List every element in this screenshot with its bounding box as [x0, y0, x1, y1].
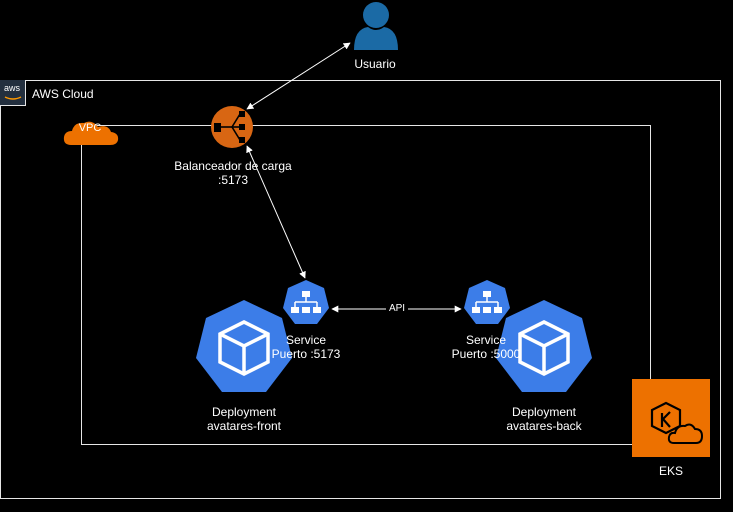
user-icon [354, 2, 398, 50]
vpc-label: VPC [78, 122, 102, 134]
vpc-group [81, 125, 651, 445]
user-label: Usuario [354, 57, 396, 71]
deployment-front-label-line2: avatares-front [206, 419, 282, 433]
load-balancer-icon [211, 106, 253, 148]
deployment-back-label-line2: avatares-back [506, 419, 582, 433]
service-back-label-line2: Puerto :5000 [451, 347, 521, 361]
deployment-back-label: Deployment avatares-back [476, 405, 612, 433]
vpc-cloud-icon [63, 121, 119, 145]
service-front-label-line2: Puerto :5173 [271, 347, 341, 361]
api-edge-label: API [388, 303, 406, 314]
deployment-back-icon [496, 300, 592, 392]
aws-logo-icon: aws [0, 80, 26, 106]
service-back-icon [464, 280, 510, 324]
deployment-front-label-line1: Deployment [211, 405, 277, 419]
aws-smile-icon [4, 96, 22, 100]
eks-label: EKS [658, 464, 683, 478]
aws-cloud-label: AWS Cloud [32, 87, 94, 101]
aws-cloud-group [0, 80, 721, 499]
deployment-front-icon [196, 300, 292, 392]
service-front-label: Service Puerto :5173 [256, 333, 356, 361]
edge-loadbalancer-service-front [246, 145, 306, 279]
deployment-front-label: Deployment avatares-front [176, 405, 312, 433]
load-balancer-label-line2: :5173 [217, 173, 249, 187]
deployment-back-label-line1: Deployment [511, 405, 577, 419]
edge-user-loadbalancer [246, 42, 351, 110]
aws-logo-text: aws [4, 83, 21, 93]
load-balancer-label: Balanceador de carga :5173 [160, 159, 306, 187]
eks-icon [632, 379, 710, 457]
service-front-icon [283, 280, 329, 324]
service-front-label-line1: Service [285, 333, 326, 347]
service-back-label-line1: Service [465, 333, 506, 347]
service-back-label: Service Puerto :5000 [436, 333, 536, 361]
load-balancer-label-line1: Balanceador de carga [174, 159, 292, 173]
